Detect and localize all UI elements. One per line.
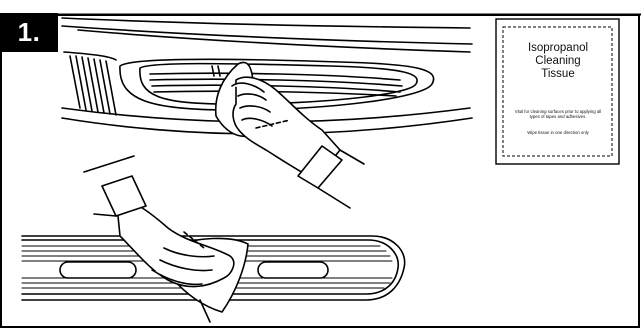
tissue-title-line-3: Tissue	[541, 68, 575, 80]
step-number-badge: 1.	[0, 13, 58, 52]
bumper-drawing	[61, 17, 473, 135]
tissue-packet	[495, 18, 620, 165]
tissue-packet-title: Isopropanol Cleaning Tissue	[506, 42, 610, 81]
tissue-packet-instruction: Vital for cleaning surfaces prior to app…	[514, 109, 602, 120]
tissue-title-line-1: Isopropanol	[527, 42, 589, 54]
top-crop-band	[0, 0, 641, 14]
hand-wiping-bumper	[214, 61, 365, 209]
tissue-packet-direction-note: Wipe tissue in one direction only	[527, 130, 589, 135]
tissue-title-line-2: Cleaning	[535, 55, 581, 67]
hand-wiping-trim	[83, 155, 249, 323]
